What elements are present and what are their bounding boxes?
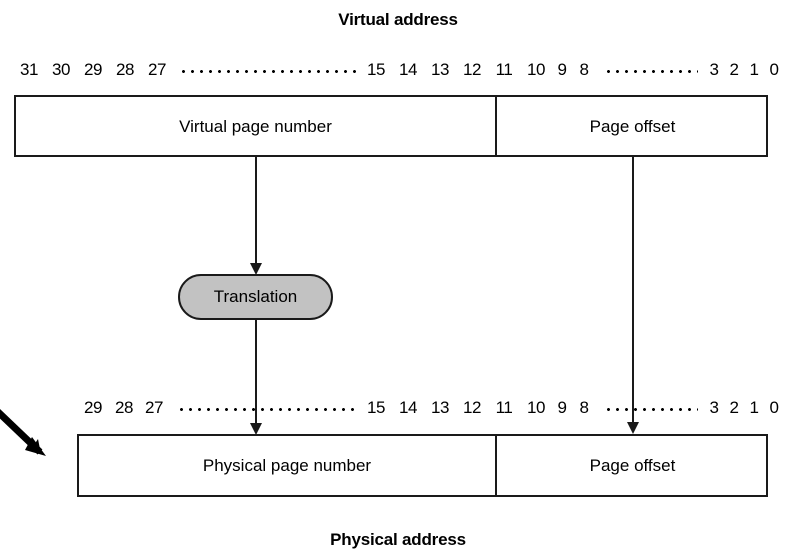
- translation-to-ppn-arrowhead: [250, 423, 262, 435]
- bit-ellipsis-lower: [604, 70, 698, 73]
- physical-page-number-label: Physical page number: [202, 456, 372, 475]
- bit-label: 15: [367, 60, 385, 79]
- physical-address-title: Physical address: [330, 530, 466, 549]
- bit-label: 28: [115, 398, 133, 417]
- bit-label: 1: [749, 60, 759, 79]
- virtual-address-box: [14, 95, 768, 157]
- bit-label: 11: [495, 60, 513, 79]
- bit-label: 15: [367, 398, 385, 417]
- bit-label: 29: [84, 60, 102, 79]
- bit-ellipsis-upper: [177, 408, 357, 411]
- virtual-page-offset-label: Page offset: [589, 117, 676, 136]
- bit-label: 14: [399, 60, 417, 79]
- bit-label: 31: [20, 60, 38, 79]
- bit-label: 8: [579, 60, 589, 79]
- vpn-to-translation-arrowhead: [250, 263, 262, 275]
- physical-address-bit-ruler: 29 28 27 15 14 13 12 11 10 9 8 3 2 1 0: [77, 397, 779, 419]
- bit-label: 10: [527, 398, 545, 417]
- virtual-page-number-label: Virtual page number: [179, 117, 332, 136]
- bit-label: 30: [52, 60, 70, 79]
- translation-to-ppn-line: [255, 318, 257, 428]
- bit-label: 9: [557, 60, 567, 79]
- bit-label: 14: [399, 398, 417, 417]
- bit-label: 12: [463, 60, 481, 79]
- page-offset-passthrough-arrowhead: [627, 422, 639, 434]
- bit-label: 3: [709, 60, 719, 79]
- bit-label: 29: [84, 398, 102, 417]
- bit-label: 3: [709, 398, 719, 417]
- vpn-to-translation-line: [255, 157, 257, 267]
- bit-label: 12: [463, 398, 481, 417]
- bit-label: 11: [495, 398, 513, 417]
- bit-label: 0: [769, 60, 779, 79]
- bit-ellipsis-upper: [179, 70, 357, 73]
- bit-label: 27: [148, 60, 166, 79]
- virtual-address-field-divider: [495, 95, 497, 157]
- bit-label: 27: [145, 398, 163, 417]
- translation-node: Translation: [178, 274, 333, 320]
- physical-page-offset-label: Page offset: [589, 456, 676, 475]
- bit-label: 8: [579, 398, 589, 417]
- page-offset-passthrough-line: [632, 157, 634, 427]
- bit-label: 28: [116, 60, 134, 79]
- bit-label: 0: [769, 398, 779, 417]
- translation-node-label: Translation: [213, 287, 298, 306]
- bit-ellipsis-lower: [604, 408, 698, 411]
- bit-label: 2: [729, 398, 739, 417]
- bit-label: 13: [431, 398, 449, 417]
- bit-label: 2: [729, 60, 739, 79]
- physical-address-box: [77, 434, 768, 497]
- virtual-address-bit-ruler: 31 30 29 28 27 15 14 13 12 11 10 9 8 3 2…: [14, 59, 779, 81]
- bit-label: 9: [557, 398, 567, 417]
- bit-label: 13: [431, 60, 449, 79]
- bit-label: 1: [749, 398, 759, 417]
- bit-label: 10: [527, 60, 545, 79]
- incoming-reference-arrow: [0, 408, 46, 456]
- virtual-address-title: Virtual address: [338, 10, 458, 29]
- physical-address-field-divider: [495, 434, 497, 497]
